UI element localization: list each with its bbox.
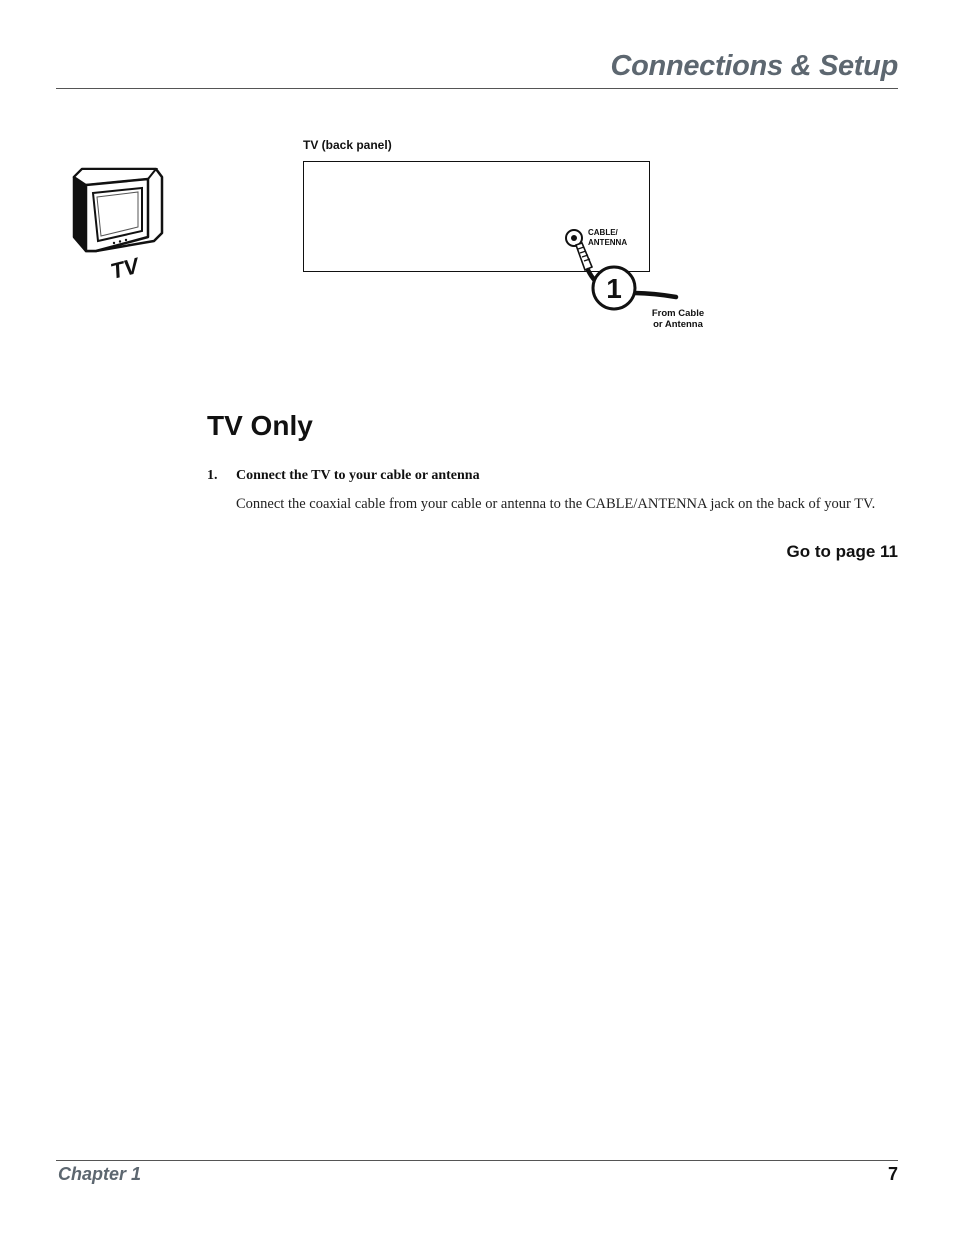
source-label-line1: From Cable <box>651 308 705 319</box>
diagram-caption: TV (back panel) <box>303 138 392 152</box>
source-label: From Cable or Antenna <box>640 308 716 330</box>
tv-icon-label: TV <box>108 252 144 284</box>
step-body: Connect the coaxial cable from your cabl… <box>236 496 876 512</box>
tv-back-panel <box>303 161 650 272</box>
jack-label-line1: CABLE/ <box>588 228 618 237</box>
step-1-callout-badge <box>591 265 637 311</box>
page-number: 7 <box>887 1164 898 1184</box>
footer-chapter: Chapter 1 <box>58 1164 142 1184</box>
source-label-line2: or Antenna <box>653 319 703 330</box>
section-title: TV Only <box>207 410 313 441</box>
step-number: 1. <box>207 468 218 483</box>
jack-label-line2: ANTENNA <box>588 238 628 247</box>
step-heading: Connect the TV to your cable or antenna <box>236 468 480 483</box>
coax-connection-diagram: 1 <box>565 229 679 311</box>
header-divider <box>56 88 898 89</box>
tv-icon: TV <box>72 167 164 284</box>
cable-antenna-jack-label: CABLE/ ANTENNA <box>588 228 627 248</box>
go-to-page-link: Go to page 11 <box>786 542 898 561</box>
footer-divider <box>56 1160 898 1161</box>
page-header-title: Connections & Setup <box>610 50 898 82</box>
callout-number: 1 <box>606 273 622 304</box>
